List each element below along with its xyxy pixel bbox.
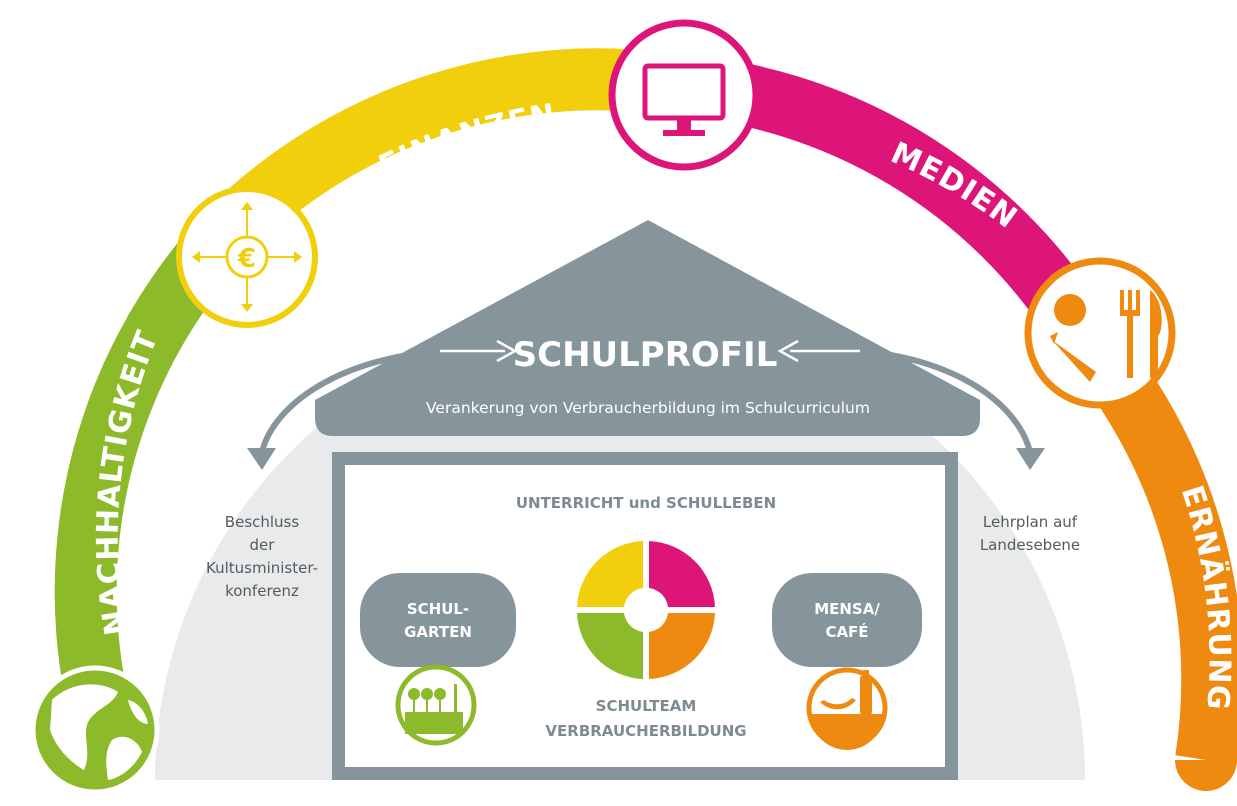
side-left-line-4: konferenz xyxy=(225,582,299,600)
ring-segment-magenta xyxy=(649,541,715,607)
pill-mensa xyxy=(772,573,922,667)
side-left-line-1: Beschluss xyxy=(225,513,300,531)
side-right-line-2: Landesebene xyxy=(980,536,1080,554)
side-text-right: Lehrplan auf Landesebene xyxy=(980,513,1080,554)
side-text-left: Beschluss der Kultusminister- konferenz xyxy=(206,513,318,600)
bowl-bottle-icon xyxy=(806,667,888,750)
pill-left-line-2: GARTEN xyxy=(404,623,472,641)
pill-schulgarten xyxy=(360,573,516,667)
pill-right-line-2: CAFÉ xyxy=(825,622,868,641)
arc-end-cap xyxy=(1175,760,1237,791)
garden-shovel-icon xyxy=(395,664,477,746)
double-arrow-right xyxy=(777,339,860,363)
food-cutlery-icon xyxy=(1024,257,1176,409)
double-arrow-left xyxy=(440,339,518,363)
pill-right-line-1: MENSA/ xyxy=(814,600,880,618)
monitor-icon xyxy=(608,19,760,171)
globe-icon xyxy=(30,665,160,795)
ring-segment-orange xyxy=(649,613,715,679)
arc-finanzen xyxy=(211,48,673,250)
side-left-line-2: der xyxy=(250,536,276,554)
pill-left-line-1: SCHUL- xyxy=(407,600,469,618)
curved-arrow-left xyxy=(259,348,441,453)
side-left-line-3: Kultusminister- xyxy=(206,559,318,577)
curved-arrow-right xyxy=(859,348,1033,453)
roof-subtitle: Verankerung von Verbraucherbildung im Sc… xyxy=(426,399,870,417)
euro-coin-icon: € xyxy=(176,186,318,328)
ring-segment-yellow xyxy=(577,541,643,607)
roof-shape xyxy=(315,220,980,436)
team-line-1: SCHULTEAM xyxy=(596,697,697,715)
arrow-head-right xyxy=(1016,448,1045,470)
roof-title: SCHULPROFIL xyxy=(513,335,778,375)
center-heading: UNTERRICHT und SCHULLEBEN xyxy=(516,494,776,512)
ring-diagram xyxy=(577,541,715,679)
arrow-head-left xyxy=(247,448,276,470)
ring-segment-green xyxy=(577,613,643,679)
side-right-line-1: Lehrplan auf xyxy=(983,513,1078,531)
team-line-2: VERBRAUCHERBILDUNG xyxy=(545,722,746,740)
svg-text:€: € xyxy=(237,244,256,274)
